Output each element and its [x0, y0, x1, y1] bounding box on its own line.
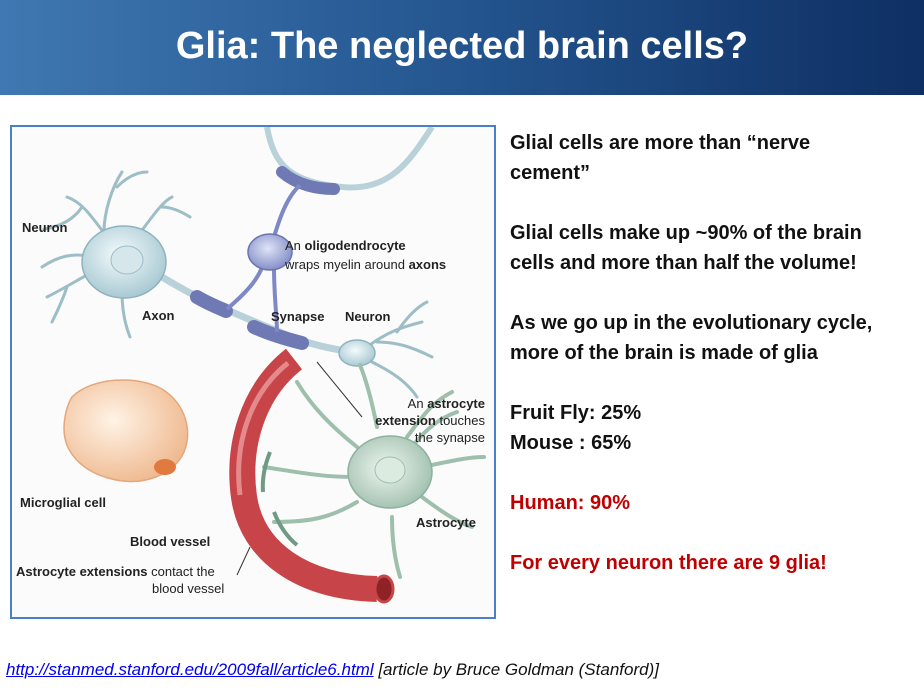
astrocyte-endfoot-2: [272, 511, 299, 547]
left-neuron-nucleus: [110, 245, 144, 275]
label-astro-ext-line2: extension touches: [375, 413, 485, 428]
label-oligo-line2: wraps myelin around axons: [284, 257, 446, 272]
label-astrocyte: Astrocyte: [416, 515, 476, 530]
label-neuron-left: Neuron: [22, 220, 68, 235]
footer-citation: http://stanmed.stanford.edu/2009fall/art…: [6, 660, 659, 680]
bullet-species: Fruit Fly: 25% Mouse : 65%: [510, 398, 920, 458]
bullet-ninety-percent-line1: Glial cells make up ~90% of the brain: [510, 222, 862, 244]
bullet-nerve-cement-line1: Glial cells are more than “nerve: [510, 132, 811, 154]
label-astro-ext-line1-bold: astrocyte: [427, 396, 485, 411]
right-neuron: [365, 300, 434, 399]
bullet-ninety-percent: Glial cells make up ~90% of the brain ce…: [510, 218, 920, 278]
bullet-species-mouse: Mouse : 65%: [510, 432, 632, 454]
bullet-species-fruit-fly: Fruit Fly: 25%: [510, 402, 642, 424]
label-astro-extensions-suffix: contact the: [148, 564, 215, 579]
myelin-segment-1: [190, 290, 233, 318]
bullet-evolution-line2: more of the brain is made of glia: [510, 342, 818, 364]
label-neuron-right: Neuron: [345, 309, 391, 324]
astrocyte-processes: [262, 363, 486, 579]
myelin-segment-upper: [276, 166, 340, 195]
right-neuron-body: [338, 339, 376, 367]
bullet-list: Glial cells are more than “nerve cement”…: [510, 128, 920, 578]
glia-diagram: Neuron Axon An oligodendrocyte wraps mye…: [12, 127, 494, 617]
label-astro-extensions-line1: Astrocyte extensions contact the: [16, 564, 215, 579]
astrocyte-nucleus: [374, 456, 406, 484]
label-oligo-line1: An oligodendrocyte: [285, 238, 406, 253]
astrocyte-endfoot-1: [260, 451, 272, 493]
blood-vessel-highlight: [236, 361, 290, 496]
source-link[interactable]: http://stanmed.stanford.edu/2009fall/art…: [6, 660, 374, 679]
title-bar: [0, 0, 924, 95]
label-astro-extensions-line2: blood vessel: [152, 581, 224, 596]
label-axon: Axon: [142, 308, 175, 323]
oligo-process-2: [272, 266, 279, 333]
label-oligo-line2-prefix: wraps myelin around: [284, 257, 409, 272]
label-astro-ext-line1: An astrocyte: [408, 396, 485, 411]
label-blood-vessel: Blood vessel: [130, 534, 210, 549]
label-synapse: Synapse: [271, 309, 324, 324]
glia-diagram-frame: Neuron Axon An oligodendrocyte wraps mye…: [10, 125, 496, 619]
bullet-nerve-cement: Glial cells are more than “nerve cement”: [510, 128, 920, 188]
upper-axon: [264, 127, 435, 191]
oligo-process-3: [272, 183, 302, 238]
slide-title: Glia: The neglected brain cells?: [175, 25, 749, 67]
bullet-nerve-cement-line2: cement”: [510, 162, 591, 184]
label-oligo-line1-bold: oligodendrocyte: [305, 238, 406, 253]
bullet-nine-glia: For every neuron there are 9 glia!: [510, 548, 920, 578]
synapse-leader-line: [316, 361, 363, 418]
bullet-evolution-line1: As we go up in the evolutionary cycle,: [510, 312, 873, 334]
label-astro-ext-line3: the synapse: [415, 430, 485, 445]
label-astro-ext-line2-suffix: touches: [436, 413, 486, 428]
bullet-human: Human: 90%: [510, 488, 920, 518]
blood-vessel: [229, 348, 378, 602]
microglial-nucleus: [154, 459, 176, 475]
bullet-nine-glia-line1: For every neuron there are 9 glia!: [510, 552, 827, 574]
label-astro-ext-line2-bold: extension: [375, 413, 436, 428]
label-oligo-line2-bold: axons: [409, 257, 447, 272]
blood-vessel-opening: [373, 574, 395, 604]
vessel-leader-line: [236, 546, 251, 576]
myelin-segment-2: [247, 320, 309, 350]
oligodendrocyte-cell: [247, 233, 293, 271]
citation-text: [article by Bruce Goldman (Stanford)]: [373, 660, 659, 679]
label-astro-extensions-bold: Astrocyte extensions: [16, 564, 148, 579]
bullet-ninety-percent-line2: cells and more than half the volume!: [510, 252, 857, 274]
label-microglial: Microglial cell: [20, 495, 106, 510]
bullet-evolution: As we go up in the evolutionary cycle, m…: [510, 308, 920, 368]
bullet-human-line1: Human: 90%: [510, 492, 631, 514]
label-oligo-line1-prefix: An: [285, 238, 305, 253]
label-astro-ext-line1-prefix: An: [408, 396, 428, 411]
